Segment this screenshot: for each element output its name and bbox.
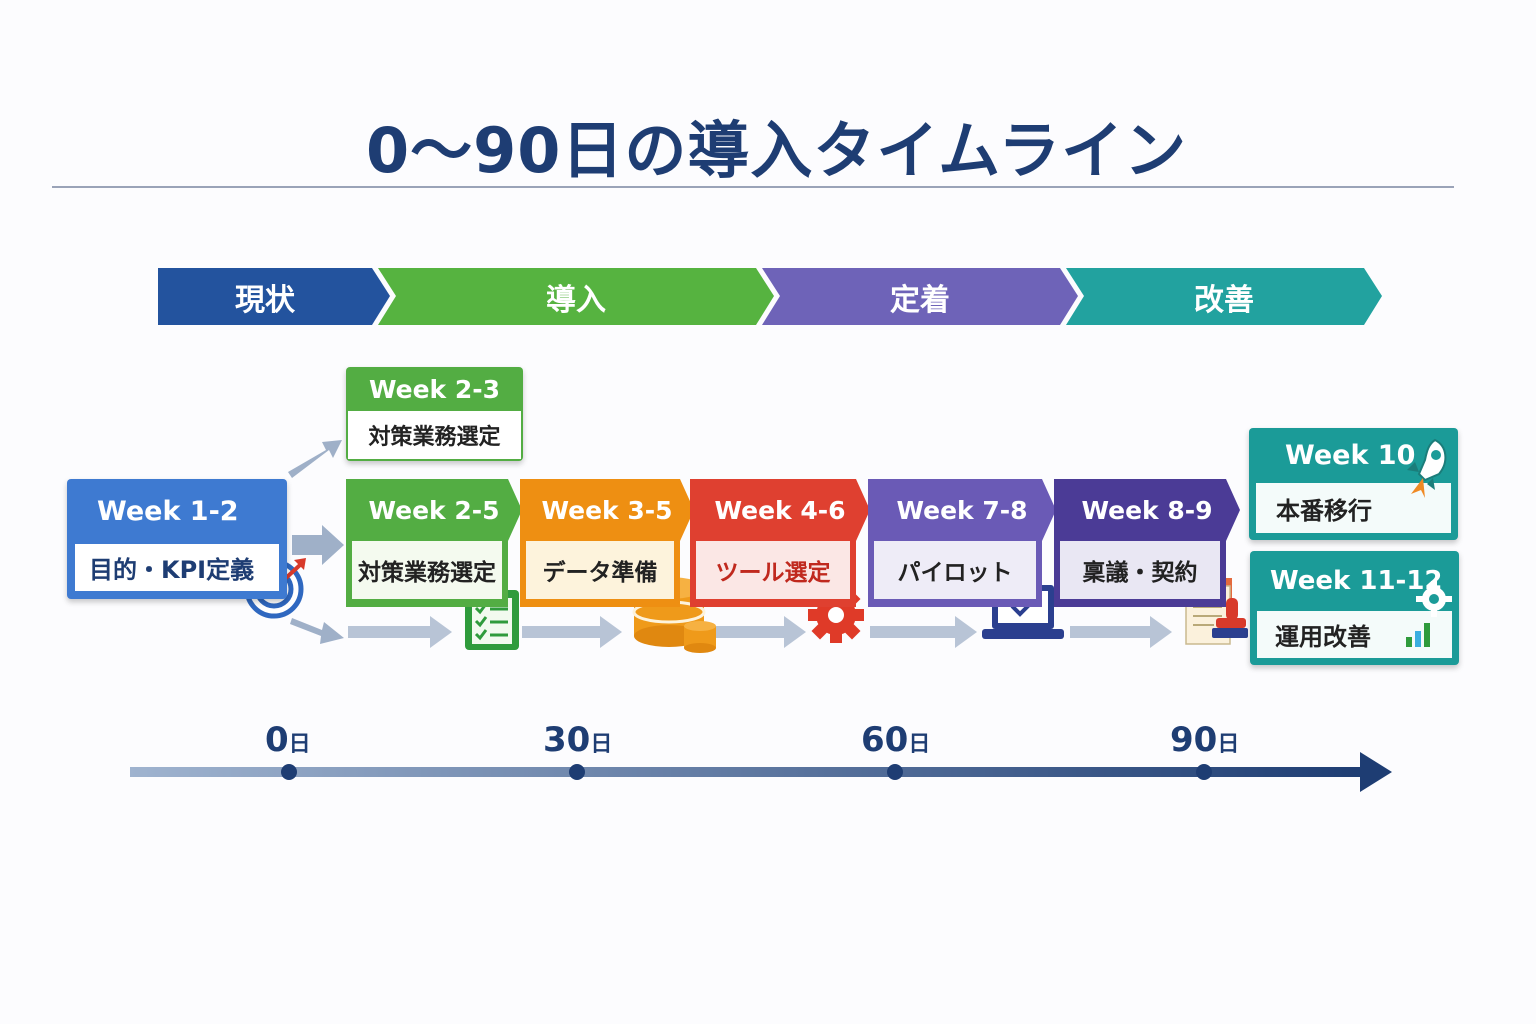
card-week-11-12: Week 11-12 運用改善 [1250, 551, 1459, 665]
card-week-1-2: Week 1-2 目的・KPI定義 [67, 479, 287, 599]
step-task-label: パイロット [874, 541, 1036, 599]
phase-arrow-intro [378, 268, 774, 325]
phase-label-current: 現状 [235, 282, 295, 318]
step-week-2-5: Week 2-5 対策業務選定 [346, 479, 522, 607]
rocket-icon [1407, 438, 1447, 498]
phase-label-adopt: 定着 [890, 282, 950, 318]
tick-value: 0 [265, 720, 289, 760]
branch-arrows [288, 440, 344, 644]
tick-value: 30 [543, 720, 591, 760]
step-week-label: Week 3-5 [541, 495, 673, 525]
gear-chart-icon [1406, 581, 1452, 647]
timeline-label-60: 60日 [861, 720, 930, 760]
step-week-7-8: Week 7-8 パイロット [868, 479, 1056, 607]
card-week-10: Week 10 本番移行 [1249, 428, 1458, 540]
step-week-label: Week 8-9 [1081, 495, 1213, 525]
tick-unit: 日 [288, 732, 311, 757]
phase-label-intro: 導入 [546, 282, 606, 318]
card-task-label: 目的・KPI定義 [75, 544, 279, 591]
timeline-label-30: 30日 [543, 720, 612, 760]
timeline-label-0: 0日 [265, 720, 311, 760]
card-task-label: 本番移行 [1256, 483, 1451, 533]
timeline-arrowhead [1360, 752, 1392, 792]
tick-unit: 日 [908, 732, 931, 757]
timeline-label-90: 90日 [1170, 720, 1239, 760]
step-task-label: 対策業務選定 [352, 541, 502, 599]
step-week-label: Week 2-5 [368, 495, 500, 525]
phase-arrow-current [158, 268, 390, 325]
tick-value: 60 [861, 720, 909, 760]
step-week-label: Week 7-8 [896, 495, 1028, 525]
step-week-label: Week 4-6 [714, 495, 846, 525]
step-task-label: データ準備 [526, 541, 674, 599]
timeline-tick-90 [1196, 764, 1212, 780]
tick-unit: 日 [590, 732, 613, 757]
step-task-label: 稟議・契約 [1060, 541, 1220, 599]
card-week-label: Week 1-2 [97, 496, 239, 527]
card-task-label: 対策業務選定 [348, 411, 521, 459]
page-title: 0～90日の導入タイムライン [366, 114, 1188, 187]
step-week-4-6: Week 4-6 ツール選定 [690, 479, 870, 607]
phase-arrow-adopt [762, 268, 1078, 325]
step-week-3-5: Week 3-5 データ準備 [520, 479, 694, 607]
title-divider [52, 186, 1454, 188]
card-week-label: Week 2-3 [368, 374, 501, 404]
step-week-8-9: Week 8-9 稟議・契約 [1054, 479, 1240, 607]
card-week-label: Week 10 [1285, 440, 1416, 471]
step-task-label: ツール選定 [696, 541, 850, 599]
timeline-tick-30 [569, 764, 585, 780]
day-timeline [130, 752, 1392, 792]
tick-unit: 日 [1217, 732, 1240, 757]
tick-value: 90 [1170, 720, 1218, 760]
phase-label-improve: 改善 [1194, 282, 1254, 318]
card-week-label: Week 11-12 [1270, 566, 1443, 596]
timeline-tick-60 [887, 764, 903, 780]
card-week-2-3: Week 2-3 対策業務選定 [346, 367, 523, 461]
timeline-axis [130, 767, 1366, 777]
timeline-tick-0 [281, 764, 297, 780]
phase-arrow-improve [1066, 268, 1382, 325]
flow-arrows [348, 616, 1172, 648]
